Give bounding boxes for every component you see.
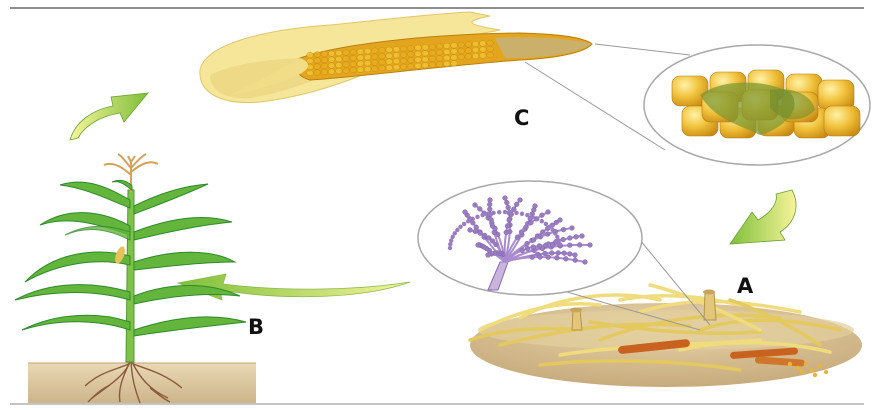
curved-arrow-shape xyxy=(70,93,148,140)
label-b: B xyxy=(248,317,264,338)
spore-closeup-circle xyxy=(418,181,642,295)
crop-debris-mound xyxy=(470,285,862,387)
kernel-closeup-circle xyxy=(644,45,870,165)
corn-ear-shape xyxy=(200,12,592,103)
curved-arrow-shape xyxy=(730,190,796,244)
label-a: A xyxy=(737,276,753,297)
zoom-line-upper xyxy=(595,44,690,55)
soil-block xyxy=(28,363,256,403)
label-c: C xyxy=(514,108,529,129)
